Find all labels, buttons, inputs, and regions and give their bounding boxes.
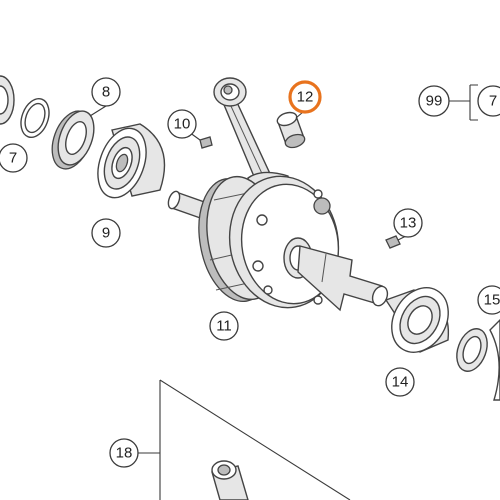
woodruff-key-10 — [199, 136, 213, 149]
leader-8 — [89, 105, 107, 117]
callout[interactable]: 13 — [393, 208, 423, 238]
callout-label: 99 — [426, 93, 443, 110]
callout[interactable]: 18 — [109, 438, 139, 468]
callout-label: 8 — [102, 84, 110, 101]
callout[interactable]: 12 — [288, 80, 322, 114]
callout[interactable]: 9 — [91, 218, 121, 248]
main-bearing-right — [384, 287, 450, 353]
callout-label: 9 — [102, 225, 110, 242]
callout[interactable]: 7 — [0, 143, 28, 173]
right-edge-part — [489, 319, 500, 401]
callout[interactable]: 15 — [477, 285, 500, 315]
woodruff-key-13 — [385, 235, 401, 249]
callout-label: 7 — [489, 93, 497, 110]
callout[interactable]: 14 — [385, 367, 415, 397]
callout-label: 14 — [392, 374, 409, 391]
callout[interactable]: 7 — [477, 85, 500, 117]
callout[interactable]: 11 — [209, 311, 239, 341]
callout-label: 7 — [9, 150, 17, 167]
shaft-seal — [51, 110, 95, 170]
seal-right — [456, 328, 488, 372]
callout-label: 10 — [174, 116, 191, 133]
callout[interactable]: 10 — [167, 109, 197, 139]
left-edge-bearing — [0, 75, 15, 125]
group-bracket-99 — [449, 84, 478, 121]
o-ring-left — [20, 97, 50, 139]
callout-label: 15 — [484, 292, 500, 309]
needle-bearing — [276, 111, 306, 149]
callout-label: 18 — [116, 445, 133, 462]
callout[interactable]: 8 — [91, 77, 121, 107]
callout-label: 11 — [216, 318, 232, 335]
callout-label: 13 — [400, 215, 417, 232]
sub-assembly-bracket — [138, 379, 351, 500]
callout-label: 12 — [297, 89, 314, 106]
crank-right-shaft — [297, 245, 389, 312]
main-bearing-left — [97, 123, 166, 199]
callout[interactable]: 99 — [418, 85, 450, 117]
